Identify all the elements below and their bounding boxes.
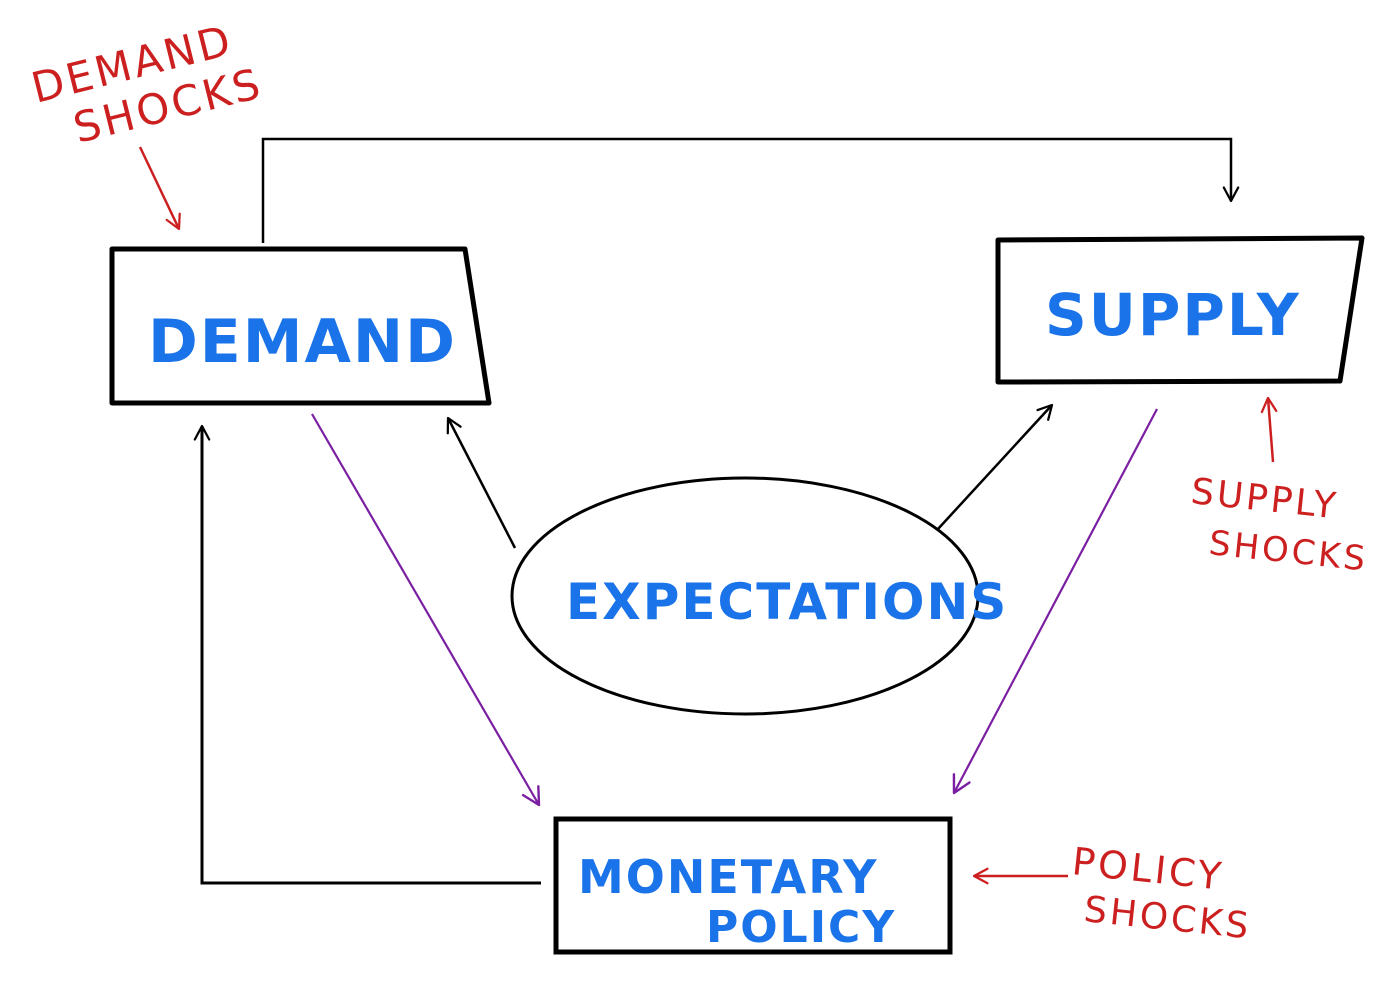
policy-shocks-label-line2: SHOCKS [1082, 889, 1253, 947]
arrow-demand-to-supply [261, 137, 1240, 243]
arrow-demand-to-policy [311, 413, 541, 807]
supply-shocks-label-line1: SUPPLY [1189, 471, 1340, 527]
monetary-policy-box [553, 816, 953, 955]
supply-box [995, 235, 1365, 385]
supply-shocks-label-line2: SHOCKS [1207, 523, 1370, 579]
arrow-expectations-to-supply [937, 403, 1054, 530]
arrow-policy-to-demand [193, 424, 541, 885]
monetary-policy-label-line2: POLICY [706, 902, 896, 953]
arrow-expectations-to-demand [446, 416, 517, 549]
demand-box [109, 246, 492, 406]
expectations-ellipse [510, 476, 980, 716]
demand-label: DEMAND [148, 307, 457, 377]
supply-label: SUPPLY [1045, 281, 1301, 349]
arrow-supply-to-policy [952, 408, 1158, 795]
expectations-label: EXPECTATIONS [566, 573, 1008, 631]
arrow-supply-shock [1260, 396, 1278, 463]
arrow-demand-shock [138, 146, 181, 231]
monetary-policy-label-line1: MONETARY [578, 850, 878, 904]
